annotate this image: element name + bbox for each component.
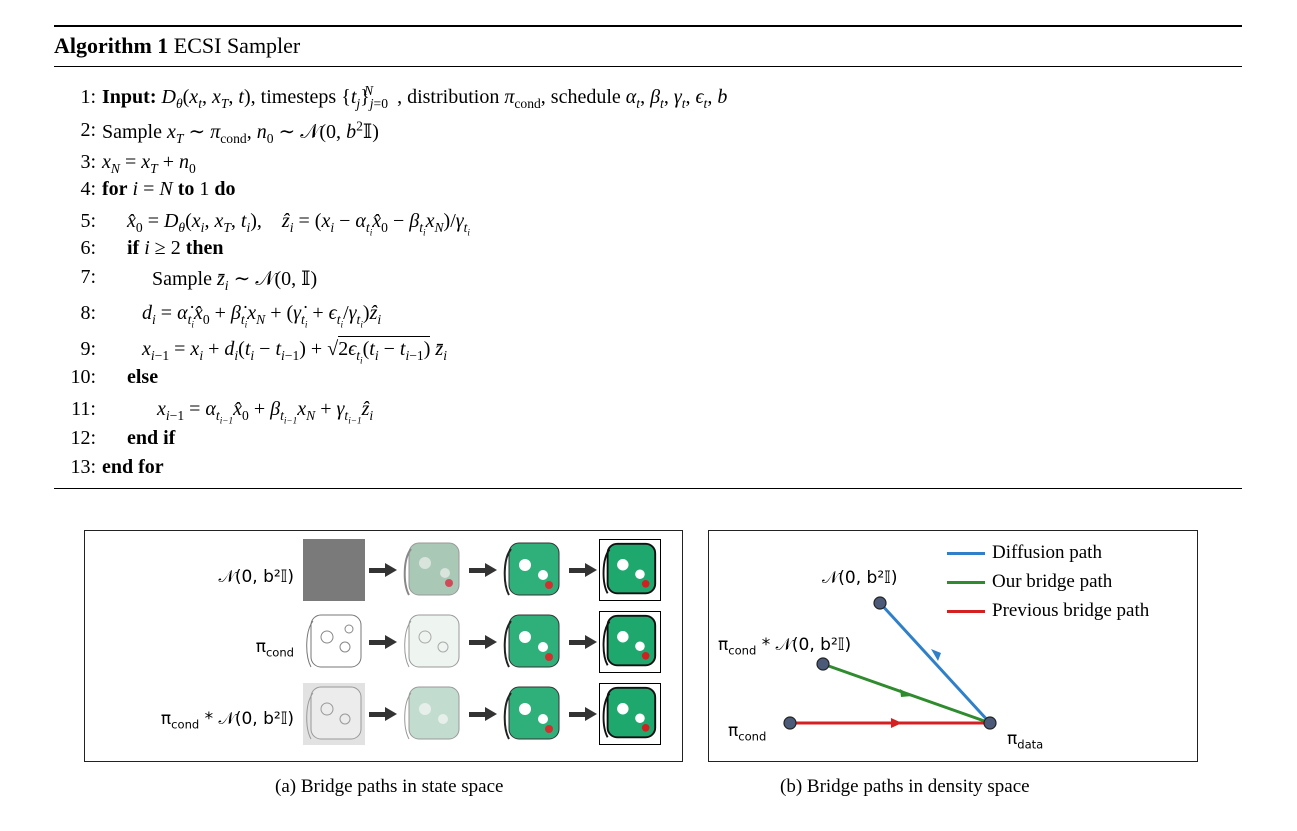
diffusion-path-arrow xyxy=(931,649,941,661)
arrow-icon xyxy=(569,563,597,577)
figure-a-panel: 𝒩(0, b²𝕀) πcond πcond * 𝒩(0, b²𝕀) xyxy=(84,530,683,762)
algorithm-name: ECSI Sampler xyxy=(173,33,301,58)
row-label-cond: πcond xyxy=(255,637,294,660)
bag-thumb-mid xyxy=(501,683,563,745)
legend-previous: Previous bridge path xyxy=(992,600,1150,621)
subscript: data xyxy=(1017,737,1044,752)
title-rule xyxy=(54,66,1242,67)
legend-swatch-previous xyxy=(947,610,985,613)
bottom-rule xyxy=(54,488,1242,489)
arrow-icon xyxy=(369,707,397,721)
kw-input: Input: xyxy=(102,86,157,108)
legend-swatch-ours xyxy=(947,581,985,584)
our-bridge-path-arrow xyxy=(900,689,912,697)
figure-a-caption: (a) Bridge paths in state space xyxy=(275,776,504,797)
row-label-noise: 𝒩(0, b²𝕀) xyxy=(218,567,294,587)
arrow-icon xyxy=(369,635,397,649)
diffusion-path-line xyxy=(878,601,992,725)
node-noise xyxy=(873,596,887,610)
node-cond xyxy=(783,716,797,730)
noise-thumb xyxy=(303,539,365,601)
figure-b-panel: Diffusion path Our bridge path Previous … xyxy=(708,530,1198,762)
legend-swatch-diffusion xyxy=(947,552,985,555)
subscript: cond xyxy=(265,645,294,660)
algorithm-number: Algorithm 1 xyxy=(54,33,169,58)
sketch-thumb-light xyxy=(401,611,463,673)
bag-thumb-final xyxy=(599,683,661,745)
label-mix: πcond * 𝒩(0, b²𝕀) xyxy=(718,635,852,658)
node-data xyxy=(983,716,997,730)
figure-b-caption: (b) Bridge paths in density space xyxy=(780,776,1030,797)
bag-thumb-mid xyxy=(501,611,563,673)
bag-thumb-mid xyxy=(501,539,563,601)
arrow-icon xyxy=(569,635,597,649)
row-label-mix: πcond * 𝒩(0, b²𝕀) xyxy=(160,709,294,732)
sketch-thumb xyxy=(303,611,365,673)
previous-bridge-path-arrow xyxy=(891,718,902,728)
bag-thumb-final xyxy=(599,539,661,601)
top-rule xyxy=(54,25,1242,27)
label-data: πdata xyxy=(1007,729,1044,752)
subscript: cond xyxy=(728,643,757,658)
legend-diffusion: Diffusion path xyxy=(992,542,1102,563)
arrow-icon xyxy=(369,563,397,577)
arrow-icon xyxy=(469,635,497,649)
sketch-noise-thumb xyxy=(303,683,365,745)
node-mix xyxy=(816,657,830,671)
subscript: cond xyxy=(171,717,200,732)
label-noise: 𝒩(0, b²𝕀) xyxy=(822,568,898,588)
arrow-icon xyxy=(469,563,497,577)
subscript: cond xyxy=(738,729,767,744)
arrow-icon xyxy=(469,707,497,721)
algorithm-title: Algorithm 1 ECSI Sampler xyxy=(54,33,300,59)
density-diagram xyxy=(783,596,997,730)
bag-thumb-final xyxy=(599,611,661,673)
arrow-icon xyxy=(569,707,597,721)
bag-thumb-noisy xyxy=(401,539,463,601)
bag-thumb-faint xyxy=(401,683,463,745)
legend-ours: Our bridge path xyxy=(992,571,1113,592)
label-cond: πcond xyxy=(728,721,767,744)
